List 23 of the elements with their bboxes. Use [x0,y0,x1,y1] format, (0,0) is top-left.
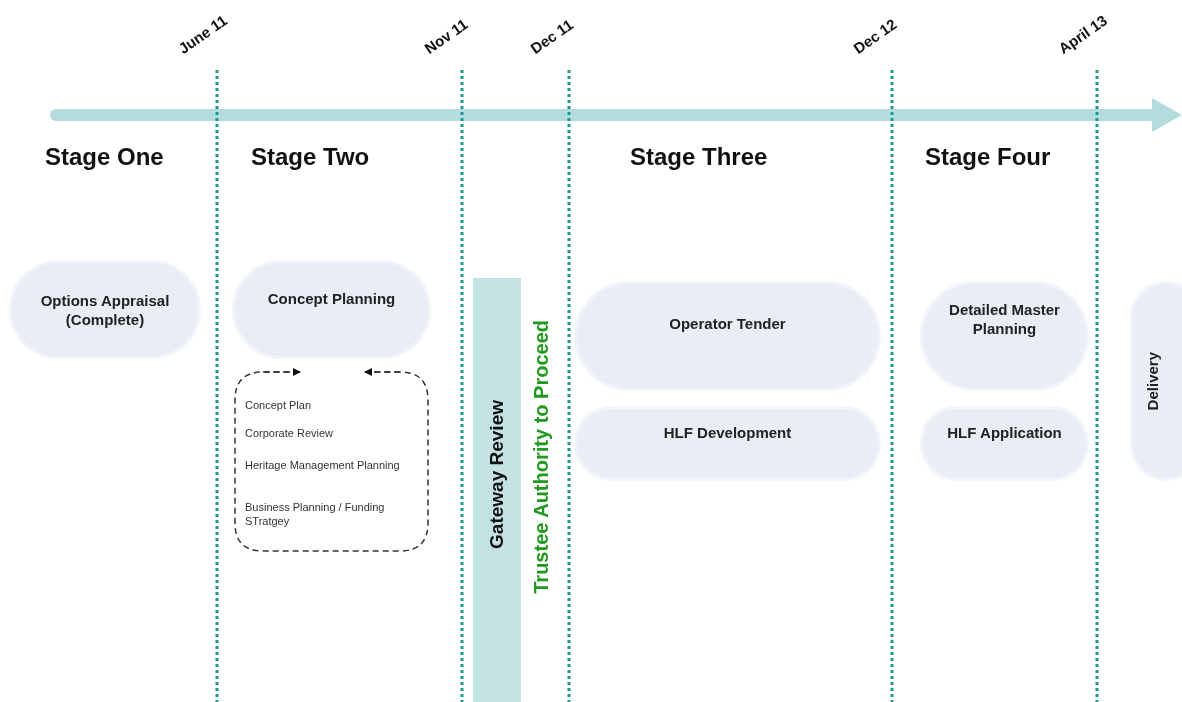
task-label: Operator Tender [669,314,786,333]
task-list-item: Concept Plan [245,398,313,412]
stage-heading: Stage One [45,143,164,171]
stage-heading: Stage Two [251,143,370,171]
review-band [473,278,521,702]
milestone-label: Trustee Authority to Proceed [530,320,553,594]
date-label: Dec 12 [850,15,900,57]
date-label: Nov 11 [421,15,471,57]
task-list-item: Business Planning / Funding STratgey [245,500,386,528]
task-label: Options Appraisal (Complete) [39,291,171,329]
task-list-item: Corporate Review [245,426,335,440]
task-label: HLF Development [663,423,792,442]
band-label: Gateway Review [486,400,508,549]
dashed-loop-box [233,368,430,553]
task-label: HLF Application [947,423,1062,442]
date-label: Dec 11 [527,15,576,57]
stage-heading: Stage Four [925,143,1051,171]
stage-heading: Stage Three [630,143,768,171]
date-label: June 11 [175,11,231,57]
task-list-item: Heritage Management Planning [245,458,401,472]
task-label: Concept Planning [267,289,396,308]
task-label: Delivery [1143,351,1162,411]
task-label: Detailed Master Planning [948,300,1061,338]
